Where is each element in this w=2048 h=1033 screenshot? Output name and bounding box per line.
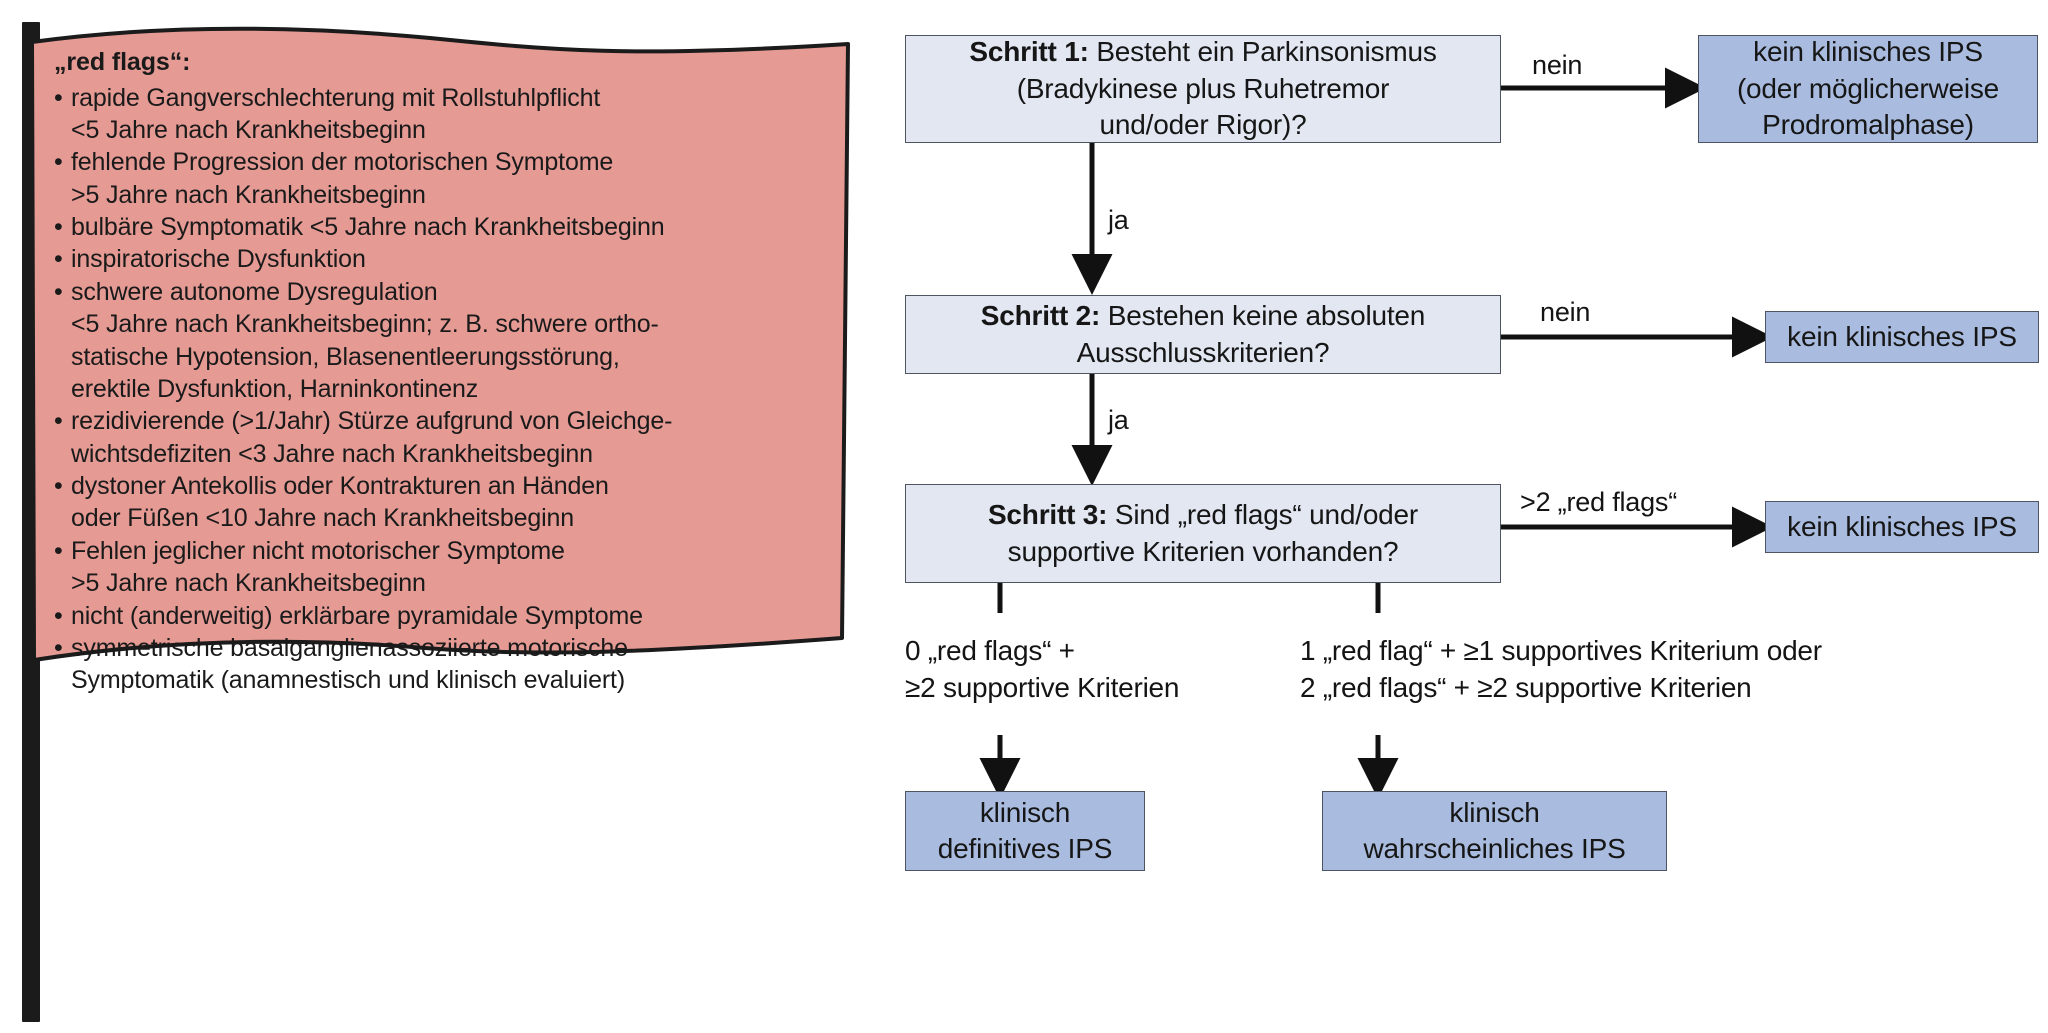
step2-line2: Ausschlusskriterien? [1076,336,1330,368]
red-flag-line: symmetrische basalganglienassoziierte mo… [71,633,628,662]
edge-label-ja-2: ja [1108,405,1129,435]
red-flags-text-block: „red flags“: • rapide Gangverschlechterun… [54,46,834,697]
result2-line1: kein klinisches IPS [1787,320,2017,352]
red-flags-banner: „red flags“: • rapide Gangverschlechterun… [30,24,850,694]
bullet-icon: • [54,277,63,306]
node-result-probable-ips[interactable]: klinisch wahrscheinliches IPS [1322,791,1667,871]
red-flag-item-text: dystoner Antekollis oder Kontrakturen an… [71,470,834,535]
node-result-definitive-ips[interactable]: klinisch definitives IPS [905,791,1145,871]
red-flag-item: • dystoner Antekollis oder Kontrakturen a… [54,470,834,535]
definitive-line1: klinisch [979,796,1071,828]
red-flag-line: schwere autonome Dysregulation [71,277,438,306]
node-step-3[interactable]: Schritt 3: Sind „red flags“ und/oder sup… [905,484,1501,583]
probable-line1: klinisch [1449,796,1540,828]
result3-line1: kein klinisches IPS [1787,510,2017,542]
red-flag-line: oder Füßen <10 Jahre nach Krankheitsbegi… [71,504,575,533]
edge-label-redflags-gt2: >2 „red flags“ [1520,487,1678,517]
flag-shape-icon [30,26,850,662]
step1-label: Schritt 1: [969,36,1089,68]
red-flag-item-text: fehlende Progression der motorischen Sym… [71,146,834,211]
red-flag-item: • rezidivierende (>1/Jahr) Stürze aufgrun… [54,405,834,470]
red-flag-line: >5 Jahre nach Krankheitsbeginn [71,180,426,209]
branch-left-line2: ≥2 supportive Kriterien [905,672,1180,704]
red-flag-line: Fehlen jeglicher nicht motorischer Sympt… [71,536,565,565]
bullet-icon: • [54,633,63,662]
branch-label-right: 1 „red flag“ + ≥1 supportives Kriterium … [1300,632,1822,706]
branch-right-line1: 1 „red flag“ + ≥1 supportives Kriterium … [1300,635,1822,666]
red-flag-line: wichtsdefiziten <3 Jahre nach Krankheits… [71,439,593,468]
edge-label-nein-1: nein [1532,50,1583,80]
branch-left-line1: 0 „red flags“ + [905,635,1075,666]
red-flag-line: rezidivierende (>1/Jahr) Stürze aufgrund… [71,407,673,436]
red-flag-item: • nicht (anderweitig) erklärbare pyramida… [54,600,834,632]
bullet-icon: • [54,83,63,112]
red-flag-item: • symmetrische basalganglienassoziierte m… [54,632,834,697]
step1-line1: Schritt 1: Besteht ein Parkinsonismus [969,36,1437,68]
step3-label: Schritt 3: [987,499,1108,531]
step3-line1: Schritt 3: Sind „red flags“ und/oder [987,499,1419,531]
red-flag-line: >5 Jahre nach Krankheitsbeginn [71,569,426,598]
red-flag-item-text: Fehlen jeglicher nicht motorischer Sympt… [71,535,834,600]
step3-line2: supportive Kriterien vorhanden? [1007,535,1399,567]
red-flag-line: bulbäre Symptomatik <5 Jahre nach Krankh… [71,213,665,241]
red-flag-item: • bulbäre Symptomatik <5 Jahre nach Krank… [54,211,834,243]
red-flag-line: nicht (anderweitig) erklärbare pyramidal… [71,601,643,630]
red-flag-line: fehlende Progression der motorischen Sym… [71,148,614,177]
node-step-1[interactable]: Schritt 1: Besteht ein Parkinsonismus (B… [905,35,1501,143]
red-flag-item: • Fehlen jeglicher nicht motorischer Symp… [54,535,834,600]
step1-line2: (Bradykinese plus Ruhetremor [1016,72,1390,104]
result1-line2: (oder möglicherweise [1736,72,2000,104]
red-flag-item-text: bulbäre Symptomatik <5 Jahre nach Krankh… [71,211,834,243]
red-flag-item-text: rapide Gangverschlechterung mit Rollstuh… [71,82,834,147]
red-flag-item: • fehlende Progression der motorischen Sy… [54,146,834,211]
red-flag-line: <5 Jahre nach Krankheitsbeginn; z. B. sc… [71,310,659,339]
red-flag-item-text: schwere autonome Dysregulation <5 Jahre n… [71,276,834,406]
red-flag-line: dystoner Antekollis oder Kontrakturen an… [71,472,609,500]
node-result-no-ips-prodromal[interactable]: kein klinisches IPS (oder möglicherweise… [1698,35,2038,143]
bullet-icon: • [54,213,63,241]
bullet-icon: • [54,536,63,565]
result1-line1: kein klinisches IPS [1753,36,1983,68]
step2-line1: Schritt 2: Bestehen keine absoluten [980,300,1426,332]
red-flag-item-text: rezidivierende (>1/Jahr) Stürze aufgrund… [71,405,834,470]
node-result-no-ips-2[interactable]: kein klinisches IPS [1765,311,2039,363]
red-flag-item-text: nicht (anderweitig) erklärbare pyramidal… [71,600,834,632]
red-flag-item-text: symmetrische basalganglienassoziierte mo… [71,632,834,697]
bullet-icon: • [54,245,63,274]
step1-line3: und/oder Rigor)? [1099,109,1307,141]
red-flag-line: statische Hypotension, Blasenentleerungs… [71,342,620,371]
edge-label-nein-2: nein [1540,297,1591,327]
red-flag-line: rapide Gangverschlechterung mit Rollstuh… [71,83,601,112]
red-flag-item: • schwere autonome Dysregulation <5 Jahre … [54,276,834,406]
red-flag-item: • inspiratorische Dysfunktion [54,243,834,275]
bullet-icon: • [54,148,63,177]
bullet-icon: • [54,472,63,500]
red-flag-line: <5 Jahre nach Krankheitsbeginn [71,115,426,144]
node-step-2[interactable]: Schritt 2: Bestehen keine absoluten Auss… [905,295,1501,374]
red-flags-title: „red flags“: [54,48,191,76]
red-flag-item-text: inspiratorische Dysfunktion [71,243,834,275]
red-flag-line: erektile Dysfunktion, Harninkontinenz [71,374,479,403]
red-flag-line: inspiratorische Dysfunktion [71,245,366,274]
red-flag-line: Symptomatik (anamnestisch und klinisch e… [71,666,625,695]
red-flag-item: • rapide Gangverschlechterung mit Rollstu… [54,82,834,147]
probable-line2: wahrscheinliches IPS [1363,833,1626,864]
result1-line3: Prodromalphase) [1762,109,1974,141]
node-result-no-ips-3[interactable]: kein klinisches IPS [1765,501,2039,553]
bullet-icon: • [54,407,63,436]
branch-right-line2: 2 „red flags“ + ≥2 supportive Kriterien [1300,672,1752,704]
red-flags-list: • rapide Gangverschlechterung mit Rollstu… [54,82,834,697]
step2-label: Schritt 2: [980,300,1101,332]
bullet-icon: • [54,601,63,630]
branch-label-left: 0 „red flags“ + ≥2 supportive Kriterien [905,632,1179,706]
definitive-line2: definitives IPS [937,833,1113,864]
edge-label-ja-1: ja [1108,205,1129,235]
